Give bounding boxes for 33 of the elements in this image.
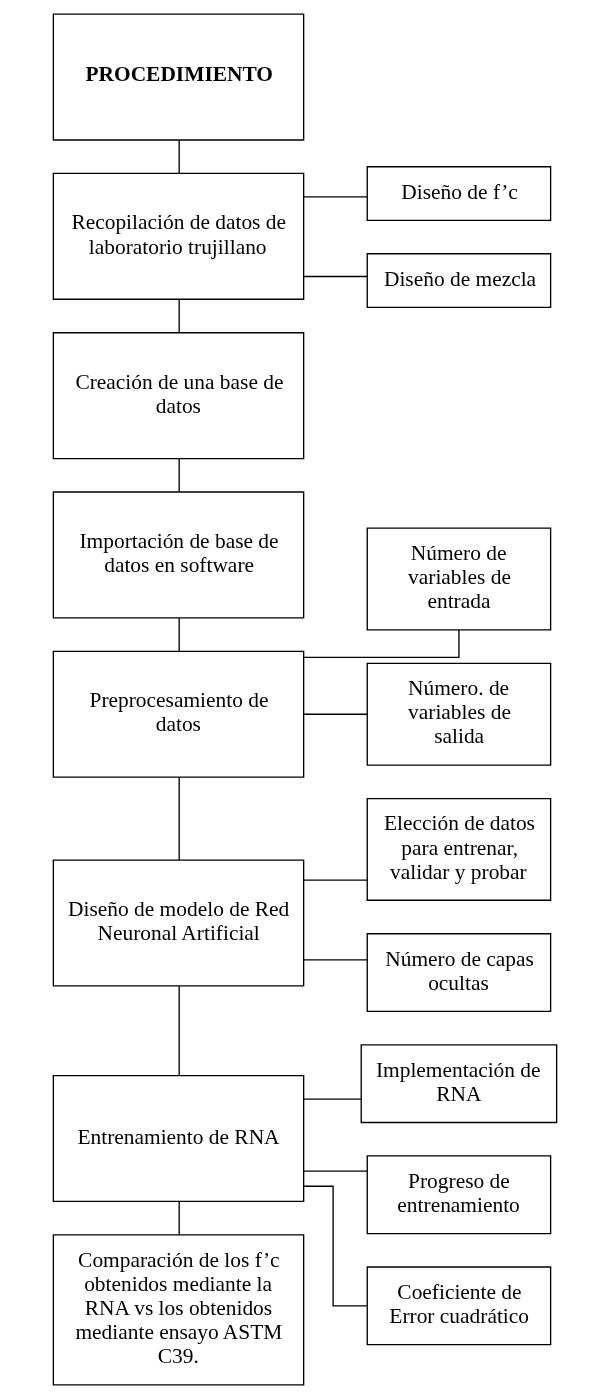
connector bbox=[303, 879, 368, 881]
connector bbox=[178, 457, 180, 493]
connector bbox=[303, 629, 460, 658]
node-box: Progreso de entrenamiento bbox=[366, 1155, 552, 1235]
connector bbox=[303, 1098, 362, 1100]
node-box: Elección de datos para entrenar, validar y probar bbox=[366, 797, 552, 901]
node-box: Número. de variables de salida bbox=[366, 662, 552, 766]
connector bbox=[178, 985, 180, 1077]
connector bbox=[303, 196, 368, 198]
connector bbox=[303, 959, 368, 961]
connector bbox=[178, 298, 180, 334]
connector bbox=[178, 139, 180, 174]
connector bbox=[303, 1170, 368, 1172]
connector bbox=[303, 713, 368, 715]
node-box: Preprocesamiento de datos bbox=[52, 650, 305, 778]
node-box: Número de capas ocultas bbox=[366, 933, 552, 1013]
connector bbox=[178, 776, 180, 861]
node-box: Coeficiente de Error cuadrático bbox=[366, 1266, 552, 1346]
node-box: Recopilación de datos de laboratorio trujillano bbox=[52, 172, 305, 300]
node-box: Implementación de RNA bbox=[360, 1044, 558, 1124]
connector bbox=[303, 1185, 368, 1307]
node-box: Diseño de mezcla bbox=[366, 253, 552, 308]
connector bbox=[303, 275, 368, 278]
connector bbox=[178, 1201, 180, 1236]
connector bbox=[178, 617, 180, 652]
node-box: Diseño de modelo de Red Neuronal Artificial bbox=[52, 859, 305, 987]
node-box: Número de variables de entrada bbox=[366, 527, 552, 631]
node-box: Importación de base de datos en software bbox=[52, 491, 305, 619]
node-box: Comparación de los f’c obtenidos mediante la RNA vs los obtenidos mediante ensayo ASTM C39. bbox=[52, 1234, 305, 1386]
node-box: Creación de una base de datos bbox=[52, 332, 305, 460]
node-box: Entrenamiento de RNA bbox=[52, 1074, 305, 1203]
node-box: PROCEDIMIENTO bbox=[52, 13, 305, 141]
node-box: Diseño de f’c bbox=[366, 166, 552, 221]
